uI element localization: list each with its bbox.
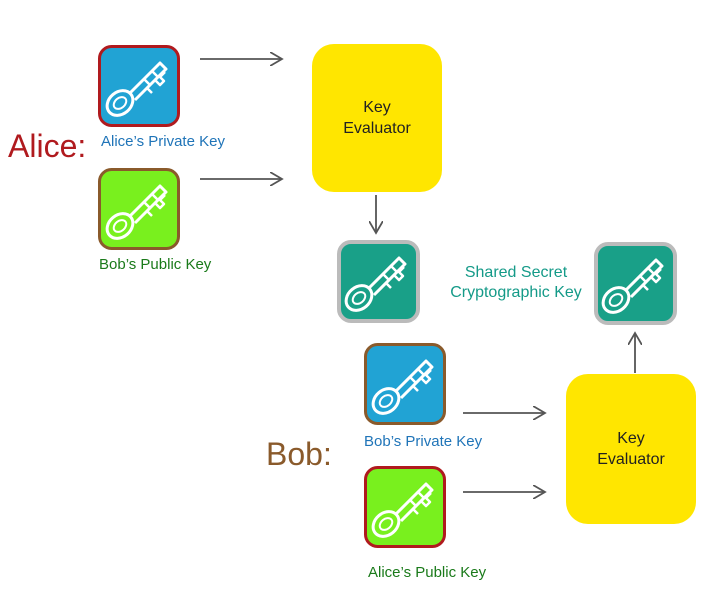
alice-private-key-label: Alice’s Private Key [101, 133, 225, 150]
bob-evaluator-line1: Key [617, 430, 645, 447]
bob-private-key-label: Bob’s Private Key [364, 433, 483, 450]
shared-key-right-icon [594, 242, 677, 325]
bob-public-key-label: Bob’s Public Key [99, 256, 212, 273]
shared-secret-label: Shared Secret Cryptographic Key [440, 263, 592, 303]
shared-secret-label-line1: Shared Secret [464, 264, 568, 281]
alice-private-key-icon [98, 45, 180, 127]
bob-private-key-icon [364, 343, 446, 425]
shared-key-left-icon [337, 240, 420, 323]
alice-public-key-label: Alice’s Public Key [368, 564, 487, 581]
alice-evaluator-line2: Evaluator [343, 120, 411, 137]
alice-key-evaluator: Key Evaluator [312, 44, 442, 192]
bob-public-key-icon [98, 168, 180, 250]
shared-secret-label-line2: Cryptographic Key [450, 284, 582, 301]
bob-key-evaluator: Key Evaluator [566, 374, 696, 524]
alice-evaluator-line1: Key [363, 99, 391, 116]
bob-evaluator-line2: Evaluator [597, 451, 665, 468]
bob-heading: Bob: [266, 436, 332, 472]
alice-public-key-icon [364, 466, 446, 548]
alice-heading: Alice: [8, 128, 87, 164]
